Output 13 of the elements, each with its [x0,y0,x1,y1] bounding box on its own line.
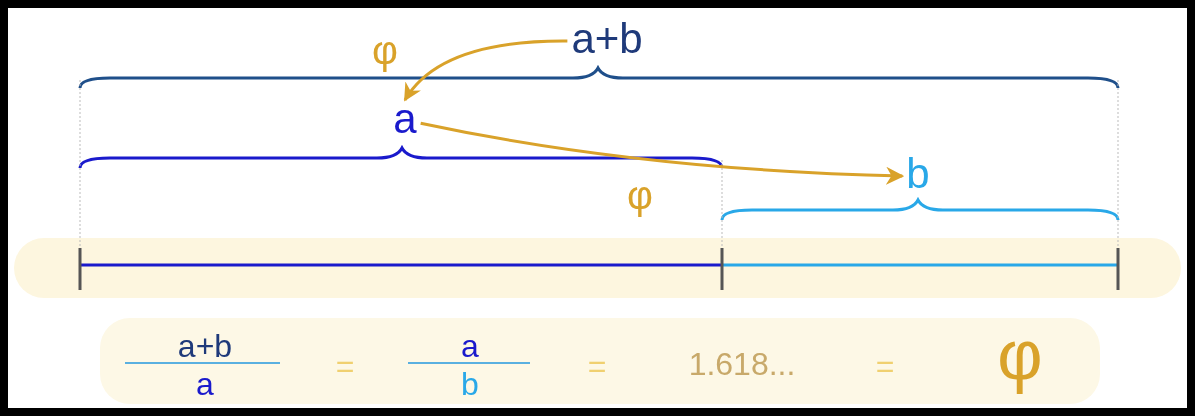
math-term: a+b [571,18,643,60]
curved-arrow [403,39,568,102]
math-term: a [393,98,417,140]
denominator: a [196,368,214,400]
math-term: b [906,153,930,195]
denominator: b [461,368,479,400]
numerator: a+b [177,330,233,362]
equals-sign: = [587,350,607,382]
equals-sign: = [335,350,355,382]
numerator: a [461,330,479,362]
curved-arrow [420,121,905,185]
decimal-value: 1.618... [688,348,796,380]
equals-sign: = [875,350,895,382]
